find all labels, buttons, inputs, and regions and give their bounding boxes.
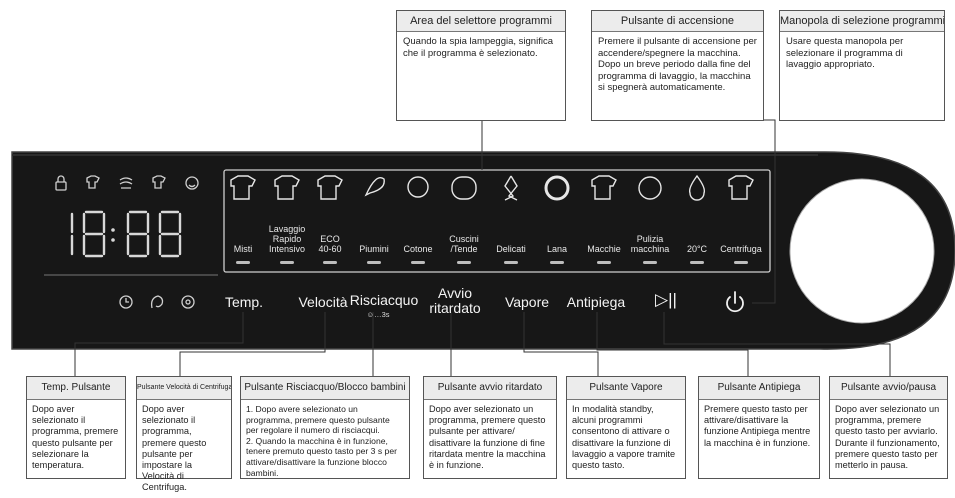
anticrease-icon	[152, 175, 166, 189]
callout-title: Pulsante Velocità di Centrifuga	[137, 377, 231, 400]
callout-text: Premere questo tasto per attivare/disatt…	[704, 404, 811, 448]
program-icon	[274, 175, 300, 200]
program-label[interactable]: ECO 40-60	[318, 234, 342, 254]
program-label[interactable]: Lana	[546, 244, 568, 254]
program-indicator-led	[457, 261, 471, 264]
program-indicator-led	[280, 261, 294, 264]
time-display	[70, 210, 182, 258]
spin-status-icon	[181, 295, 195, 309]
callout-knob: Manopola di selezione programmi Usare qu…	[779, 10, 945, 121]
program-label[interactable]: Pulizia macchina	[630, 234, 670, 254]
program-label[interactable]: 20°C	[686, 244, 708, 254]
program-icon	[230, 175, 256, 200]
callout-delay: Pulsante avvio ritardato Dopo aver selez…	[423, 376, 557, 479]
rinse-button[interactable]: Risciacquo	[349, 292, 419, 308]
rinse-hold-label: …3s	[374, 310, 390, 319]
shirt-status-icon	[86, 175, 100, 189]
program-icon	[407, 176, 429, 198]
control-panel	[11, 30, 955, 376]
program-icon	[317, 175, 343, 200]
clock-icon	[119, 295, 133, 309]
callout-text: Quando la spia lampeggia, significa che …	[403, 36, 553, 59]
lock-icon	[55, 175, 67, 191]
callout-text: Usare questa manopola per selezionare il…	[786, 36, 904, 70]
smile-icon	[185, 176, 199, 190]
callout-rinse: Pulsante Risciacquo/Blocco bambini 1. Do…	[240, 376, 410, 479]
speed-button[interactable]: Velocità	[298, 294, 348, 310]
program-icon	[638, 176, 662, 200]
callout-speed: Pulsante Velocità di Centrifuga Dopo ave…	[136, 376, 232, 492]
anticrease-button[interactable]: Antipiega	[566, 294, 626, 310]
rinse-status-icon	[150, 295, 164, 309]
program-icon	[451, 176, 477, 200]
program-icon	[688, 174, 706, 201]
program-indicator-led	[236, 261, 250, 264]
program-icon	[504, 175, 518, 201]
callout-title: Pulsante avvio/pausa	[830, 377, 947, 400]
callout-title: Pulsante Antipiega	[699, 377, 819, 400]
callout-text: Premere il pulsante di accensione per ac…	[598, 36, 757, 93]
program-label[interactable]: Delicati	[496, 244, 526, 254]
program-selector-area	[223, 169, 771, 273]
callout-title: Temp. Pulsante	[27, 377, 125, 400]
program-label[interactable]: Cuscini /Tende	[449, 234, 479, 254]
program-label[interactable]: Lavaggio Rapido Intensivo	[268, 224, 306, 254]
callout-title: Pulsante Risciacquo/Blocco bambini	[241, 377, 409, 400]
program-indicator-led	[504, 261, 518, 264]
program-label[interactable]: Centrifuga	[720, 244, 762, 254]
callout-steam: Pulsante Vapore In modalità standby, alc…	[566, 376, 686, 479]
program-indicator-led	[367, 261, 381, 264]
steam-status-icon	[119, 177, 133, 189]
program-label[interactable]: Misti	[233, 244, 253, 254]
program-indicator-led	[597, 261, 611, 264]
program-icon	[728, 175, 754, 200]
program-knob	[789, 178, 935, 324]
callout-text: 1. Dopo avere selezionato un programma, …	[246, 404, 397, 478]
power-icon	[726, 291, 744, 313]
callout-title: Pulsante di accensione	[592, 11, 763, 32]
program-indicator-led	[734, 261, 748, 264]
program-icon	[591, 175, 617, 200]
callout-anticrease: Pulsante Antipiega Premere questo tasto …	[698, 376, 820, 479]
rinse-hold-hint: ☺…3s	[358, 310, 398, 319]
program-indicator-led	[643, 261, 657, 264]
program-label[interactable]: Piumini	[359, 244, 389, 254]
callout-title: Manopola di selezione programmi	[780, 11, 944, 32]
power-button[interactable]	[720, 285, 752, 315]
steam-button[interactable]: Vapore	[504, 294, 550, 310]
callout-text: In modalità standby, alcuni programmi co…	[572, 404, 676, 471]
start-pause-button[interactable]: ▷||	[655, 290, 677, 309]
callout-power: Pulsante di accensione Premere il pulsan…	[591, 10, 764, 121]
callout-text: Dopo aver selezionato un programma, prem…	[835, 404, 940, 471]
program-label[interactable]: Cotone	[403, 244, 433, 254]
program-indicator-led	[323, 261, 337, 264]
program-indicator-led	[411, 261, 425, 264]
temp-button[interactable]: Temp.	[224, 294, 264, 310]
program-label[interactable]: Macchie	[587, 244, 621, 254]
callout-title: Pulsante avvio ritardato	[424, 377, 556, 400]
callout-text: Dopo aver selezionato un programma, prem…	[429, 404, 546, 471]
program-indicator-led	[690, 261, 704, 264]
callout-start-pause: Pulsante avvio/pausa Dopo aver seleziona…	[829, 376, 948, 479]
delay-start-button[interactable]: Avvio ritardato	[429, 285, 481, 316]
callout-temp: Temp. Pulsante Dopo aver selezionato il …	[26, 376, 126, 479]
callout-title: Area del selettore programmi	[397, 11, 565, 32]
callout-title: Pulsante Vapore	[567, 377, 685, 400]
program-icon	[544, 175, 570, 201]
program-icon	[364, 177, 385, 197]
callout-text: Dopo aver selezionato il programma, prem…	[32, 404, 119, 471]
child-lock-icon: ☺	[366, 310, 375, 319]
callout-program-selector: Area del selettore programmi Quando la s…	[396, 10, 566, 121]
program-indicator-led	[550, 261, 564, 264]
